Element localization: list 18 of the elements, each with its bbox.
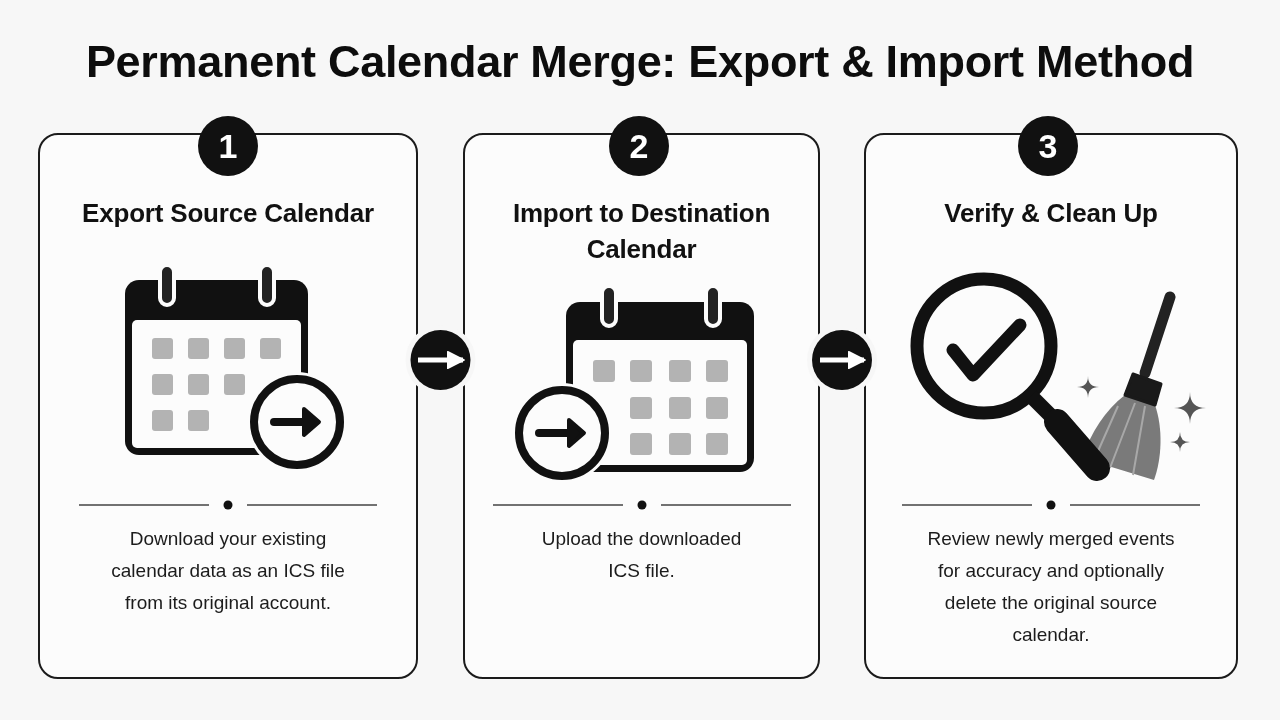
step-description: Upload the downloaded ICS file. (540, 527, 743, 583)
step-card (864, 133, 1238, 679)
arrow-connector (812, 330, 872, 390)
step-title: Import to Destination Calendar (511, 197, 772, 266)
step-card (463, 133, 820, 679)
step-title: Verify & Clean Up (944, 197, 1158, 230)
step-number-disc (609, 116, 669, 176)
step-number-disc (198, 116, 258, 176)
step-description: Download your existing calendar data as an ICS file from its original account. (110, 527, 346, 615)
step-number: 2 (629, 127, 649, 165)
diagram-title: Permanent Calendar Merge: Export & Import Method (85, 36, 1195, 88)
step-card (38, 133, 418, 679)
step-number-disc (1018, 116, 1078, 176)
arrow-connector (410, 330, 471, 390)
step-number: 1 (218, 127, 238, 165)
step-description: Review newly merged events for accuracy and optionally delete the original source calendar. (926, 527, 1176, 647)
step-title: Export Source Calendar (82, 197, 374, 230)
step-number: 3 (1038, 127, 1058, 165)
